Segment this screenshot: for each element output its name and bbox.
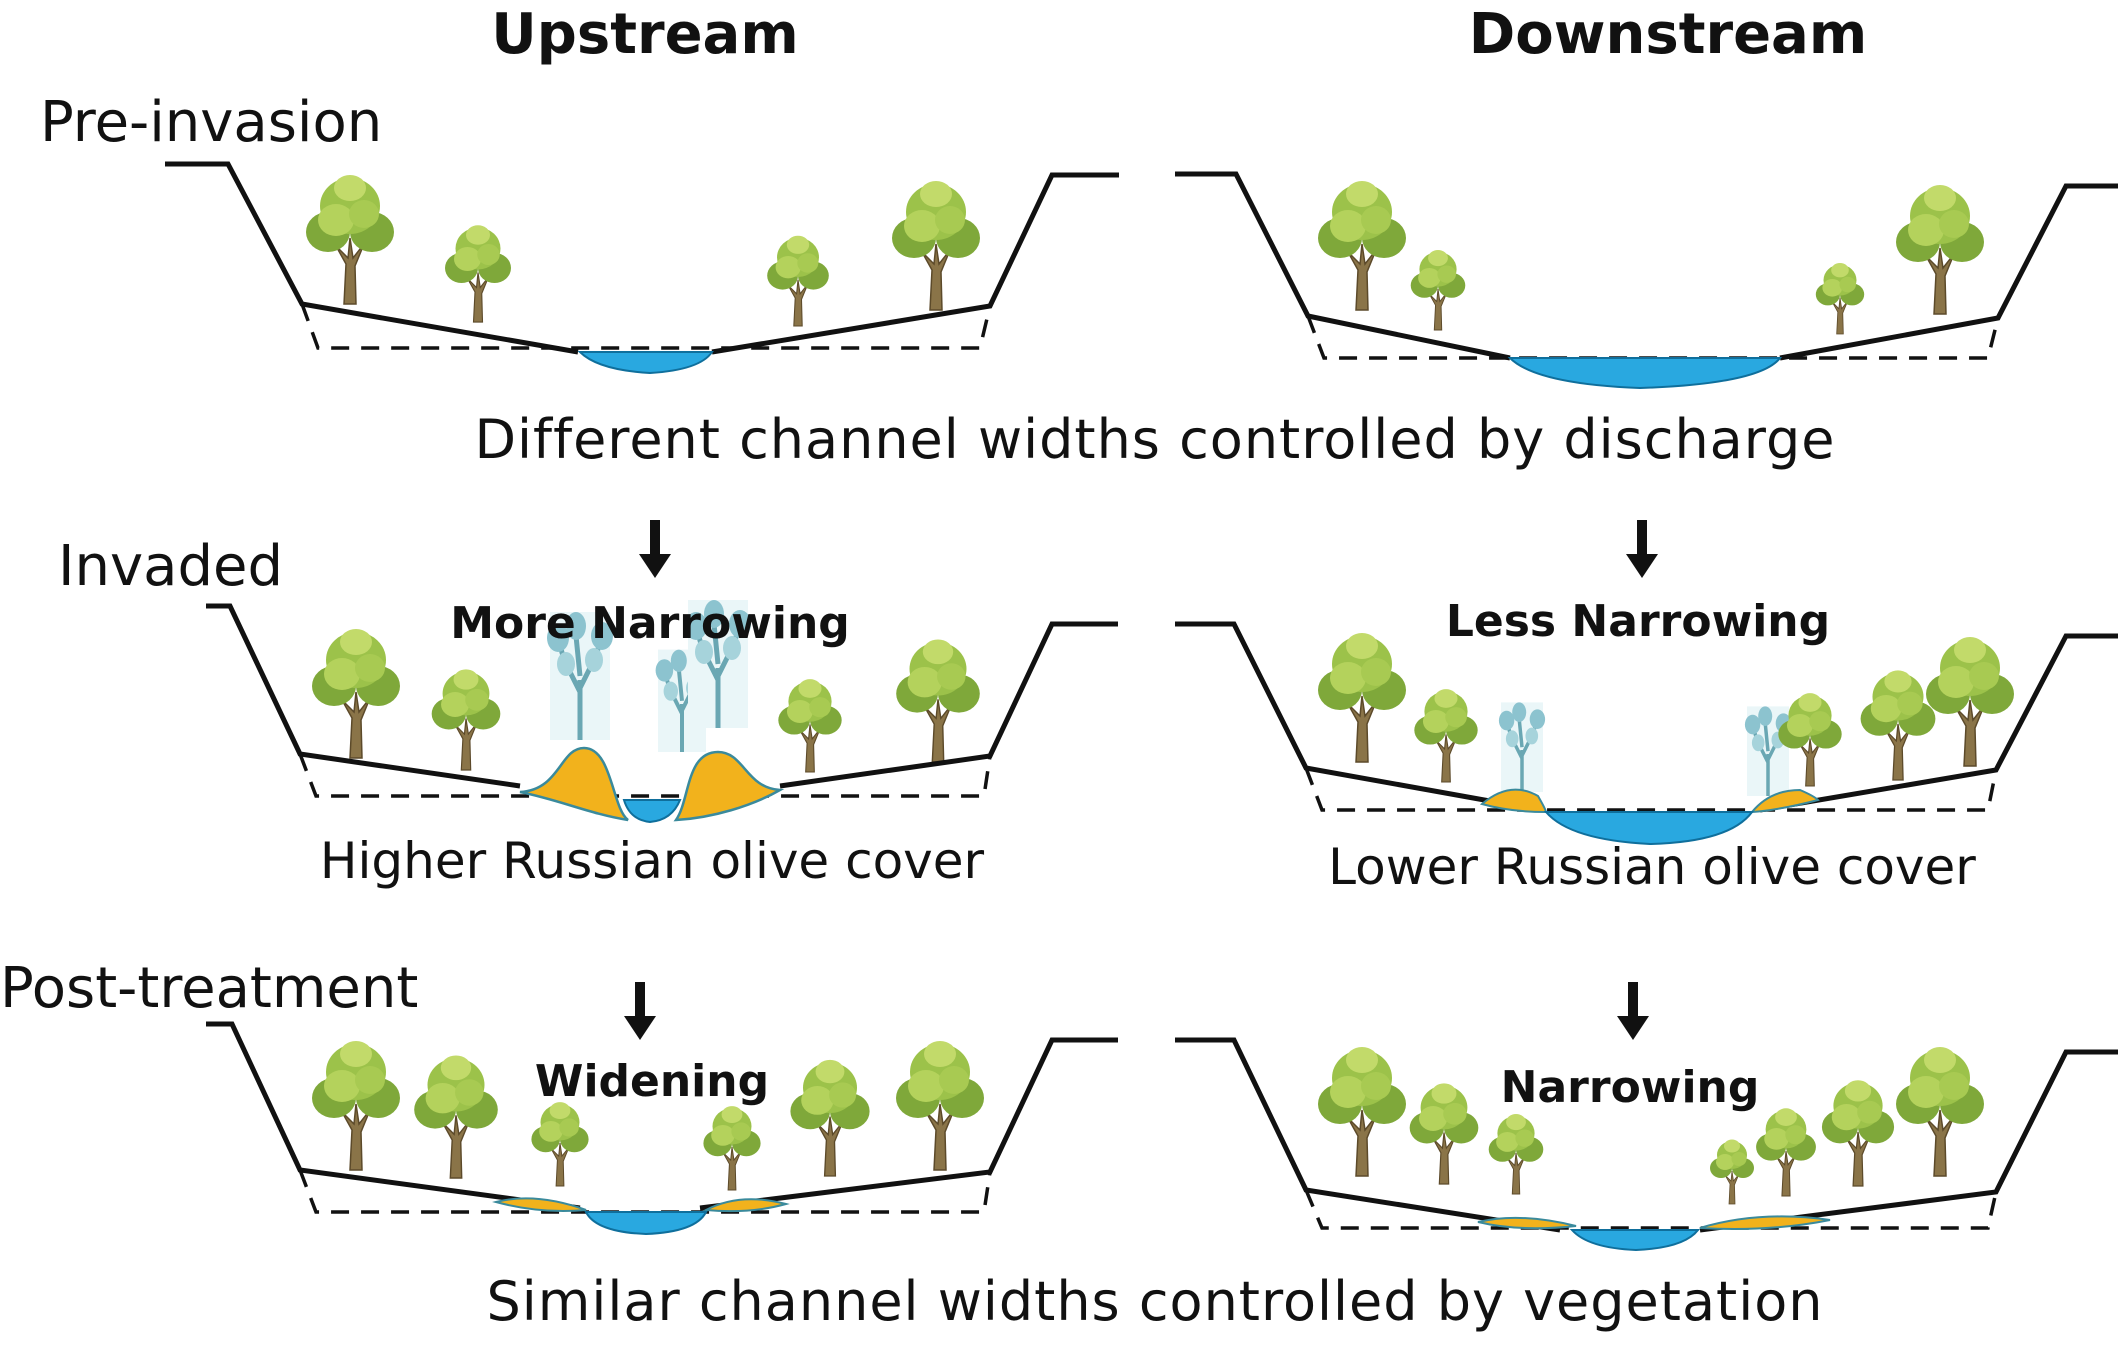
change-label-post-downstream: Narrowing [1500,1062,1760,1113]
change-label-post-upstream: Widening [534,1056,770,1107]
downstream-invaded-channel [1175,621,2118,846]
upstream-post-channel [206,1021,1118,1236]
cover-label-upstream: Higher Russian olive cover [319,832,985,890]
down-arrow-icon [624,982,656,1040]
downstream-post-channel [1175,1037,2118,1252]
down-arrow-icon [1617,982,1649,1040]
upstream-pre-channel [165,161,1119,375]
stage-label-invaded: Invaded [58,534,284,599]
cover-label-downstream: Lower Russian olive cover [1328,838,1976,896]
change-label-invaded-upstream: More Narrowing [450,598,850,649]
stage-label-post-treatment: Post-treatment [0,956,419,1021]
column-title-upstream: Upstream [491,2,799,67]
downstream-pre-channel [1175,171,2118,390]
upstream-invaded-channel [206,600,1118,824]
change-label-invaded-downstream: Less Narrowing [1445,596,1831,647]
down-arrow-icon [639,520,671,578]
caption-post-treatment: Similar channel widths controlled by veg… [486,1270,1824,1333]
column-title-downstream: Downstream [1468,2,1868,67]
down-arrow-icon [1626,520,1658,578]
caption-pre-invasion: Different channel widths controlled by d… [474,408,1836,471]
stage-label-pre-invasion: Pre-invasion [40,90,383,155]
